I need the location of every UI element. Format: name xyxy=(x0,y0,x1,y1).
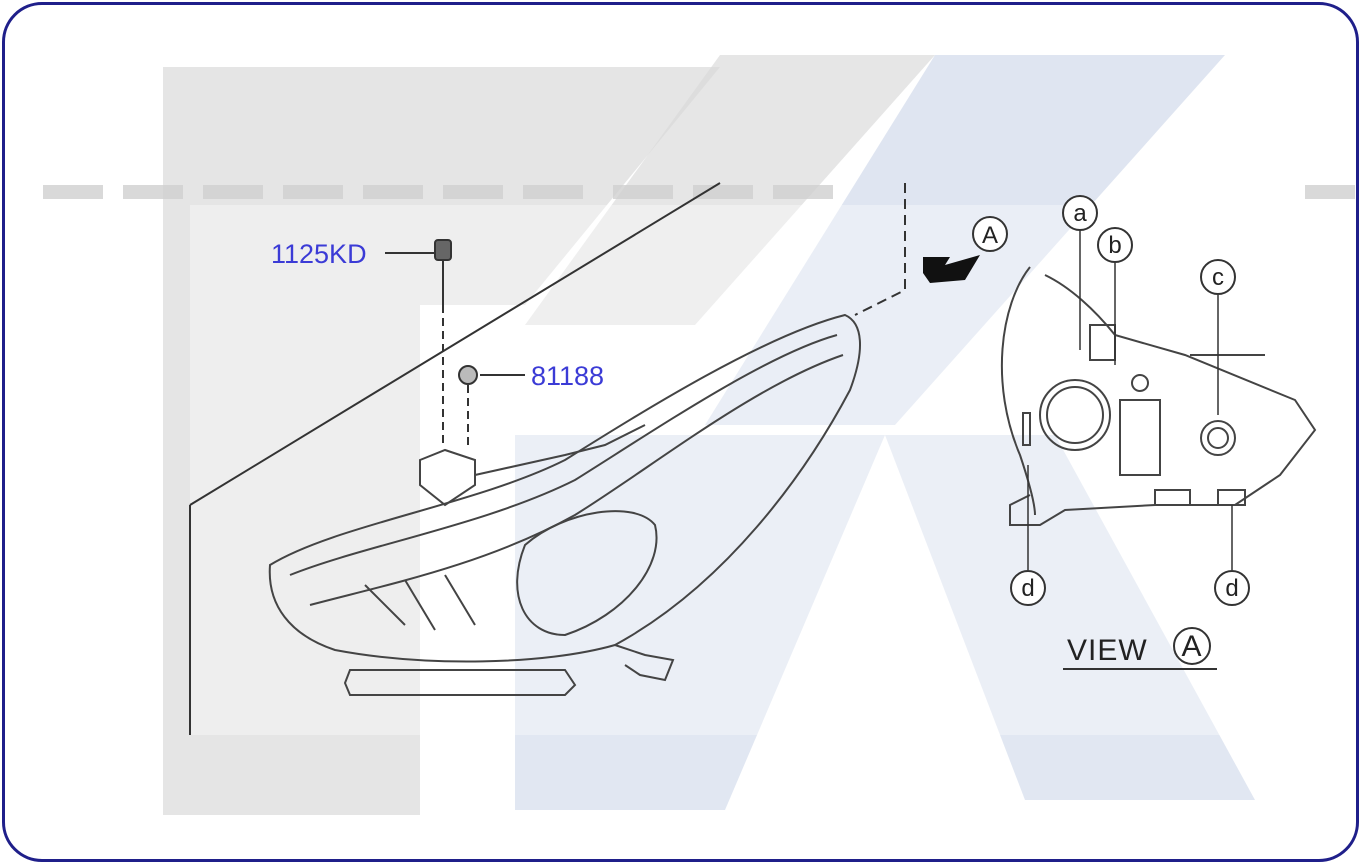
callout-b: b xyxy=(1097,227,1133,263)
view-marker: A xyxy=(923,216,1008,283)
view-label-text: VIEW xyxy=(1067,634,1148,667)
callout-a: a xyxy=(1062,195,1098,231)
view-marker-letter: A xyxy=(982,222,998,249)
svg-text:d: d xyxy=(1225,575,1238,602)
view-label-letter: A xyxy=(1181,630,1202,663)
leader-lines xyxy=(385,252,525,376)
part-label-1125kd: 1125KD xyxy=(271,239,367,269)
view-arrow-icon xyxy=(923,255,980,283)
svg-text:c: c xyxy=(1212,264,1224,291)
part-label-81188: 81188 xyxy=(531,361,604,391)
callout-d-left: d xyxy=(1010,570,1046,606)
callout-c: c xyxy=(1200,259,1236,295)
callout-leaders xyxy=(1027,230,1233,570)
assembly-outline xyxy=(189,182,906,735)
headlamp-assembly xyxy=(268,313,861,696)
watermark xyxy=(43,55,1355,815)
svg-text:d: d xyxy=(1021,575,1034,602)
svg-text:a: a xyxy=(1073,200,1087,227)
headlamp-diagram: 1125KD 81188 A a b xyxy=(43,55,1355,815)
svg-text:b: b xyxy=(1108,232,1121,259)
fasteners xyxy=(434,239,478,450)
view-label: VIEW A xyxy=(1063,627,1217,670)
callout-d-right: d xyxy=(1214,570,1250,606)
